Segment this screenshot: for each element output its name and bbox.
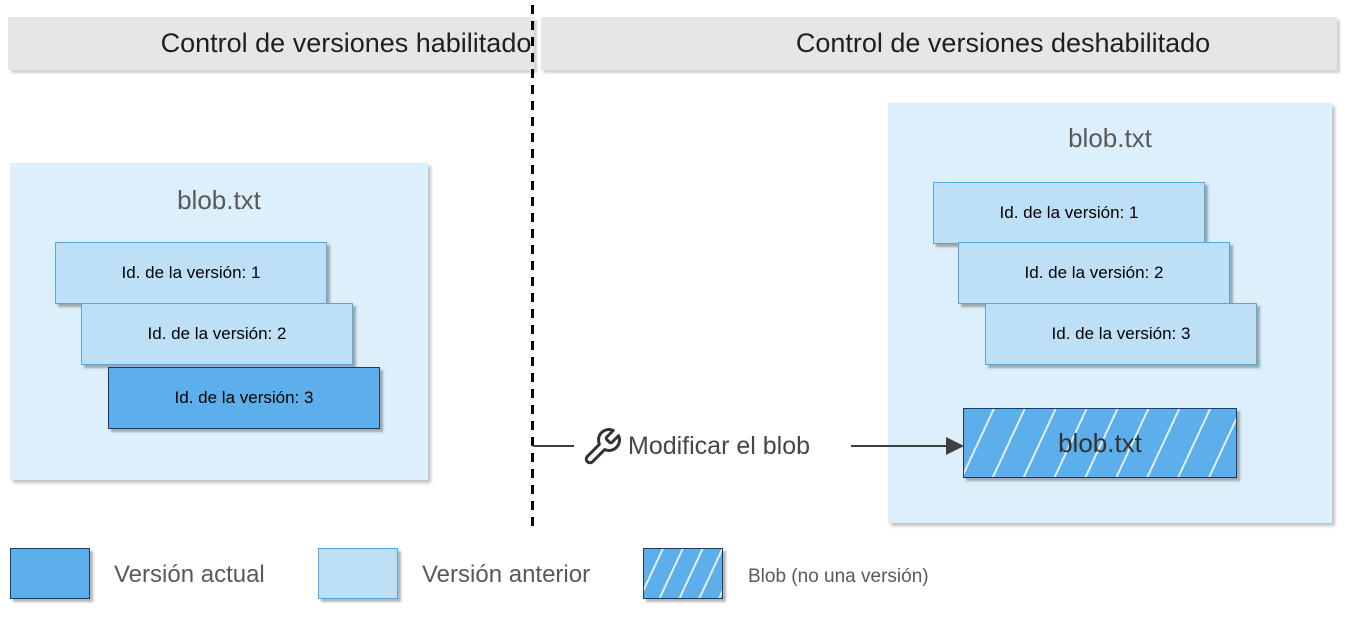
legend-swatch-current-version: [10, 548, 90, 599]
panel-versioning-enabled: blob.txt Id. de la versión: 1 Id. de la …: [10, 163, 428, 480]
version-card-2: Id. de la versión: 2: [958, 242, 1230, 304]
header-versioning-enabled: Control de versiones habilitado: [8, 17, 534, 70]
legend-label-current-version: Versión actual: [114, 561, 265, 588]
legend-swatch-previous-version: [318, 548, 398, 599]
blob-title: blob.txt: [177, 185, 261, 215]
wrench-icon: [581, 426, 623, 468]
version-card-2: Id. de la versión: 2: [81, 303, 353, 365]
panel-versioning-disabled: blob.txt Id. de la versión: 1 Id. de la …: [888, 103, 1332, 523]
blob-not-a-version-box: blob.txt: [963, 408, 1237, 478]
version-card-1: Id. de la versión: 1: [933, 182, 1205, 244]
modify-blob-label: Modificar el blob: [628, 432, 811, 460]
header-versioning-disabled: Control de versiones deshabilitado: [541, 17, 1337, 70]
arrow-to-blob: [851, 445, 948, 447]
arrow-head-icon: [946, 437, 964, 455]
blob-title: blob.txt: [1068, 123, 1152, 153]
legend-label-previous-version: Versión anterior: [422, 561, 591, 588]
legend-swatch-blob-not-a-version: [643, 548, 723, 599]
version-card-3: Id. de la versión: 3: [985, 303, 1257, 365]
version-card-1: Id. de la versión: 1: [55, 242, 327, 304]
version-card-3-current: Id. de la versión: 3: [108, 367, 380, 429]
divider-dashed-line: [531, 5, 534, 526]
connector-line-from-divider: [533, 445, 574, 447]
legend-label-blob-not-a-version: Blob (no una versión): [748, 566, 929, 587]
